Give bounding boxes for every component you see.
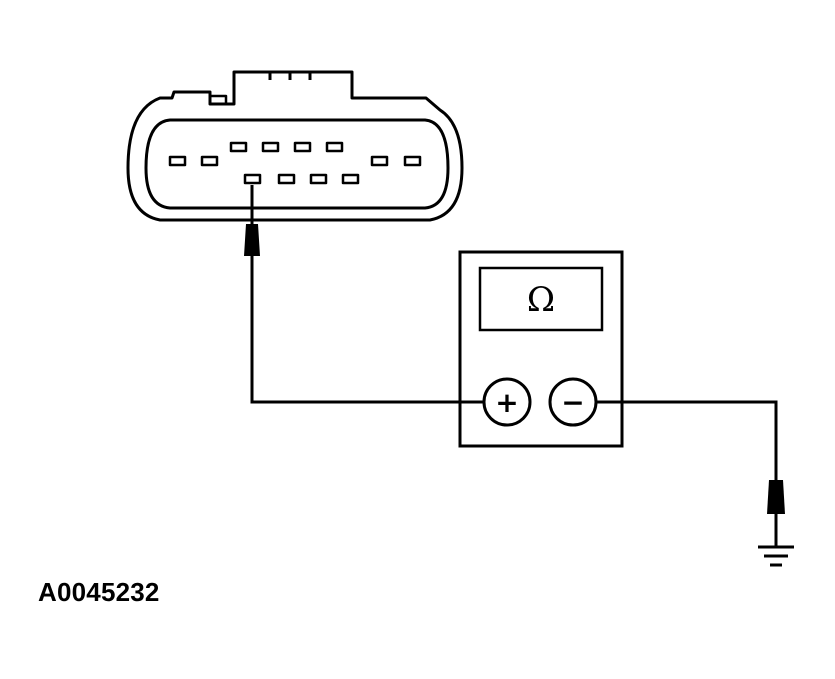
connector-icon	[126, 70, 464, 222]
negative-lead-wire	[596, 400, 778, 480]
positive-terminal-label: +	[495, 386, 518, 419]
probe-icon	[244, 185, 260, 256]
positive-terminal	[482, 377, 532, 427]
meter-ohm-symbol: Ω	[527, 280, 555, 320]
ohmmeter-icon: Ω + −	[458, 250, 624, 448]
negative-terminal-label: −	[561, 386, 584, 419]
ground-icon	[758, 480, 794, 567]
figure-id-label: A0045232	[38, 577, 160, 607]
positive-lead-wire	[250, 256, 484, 404]
meter-display	[478, 266, 604, 332]
